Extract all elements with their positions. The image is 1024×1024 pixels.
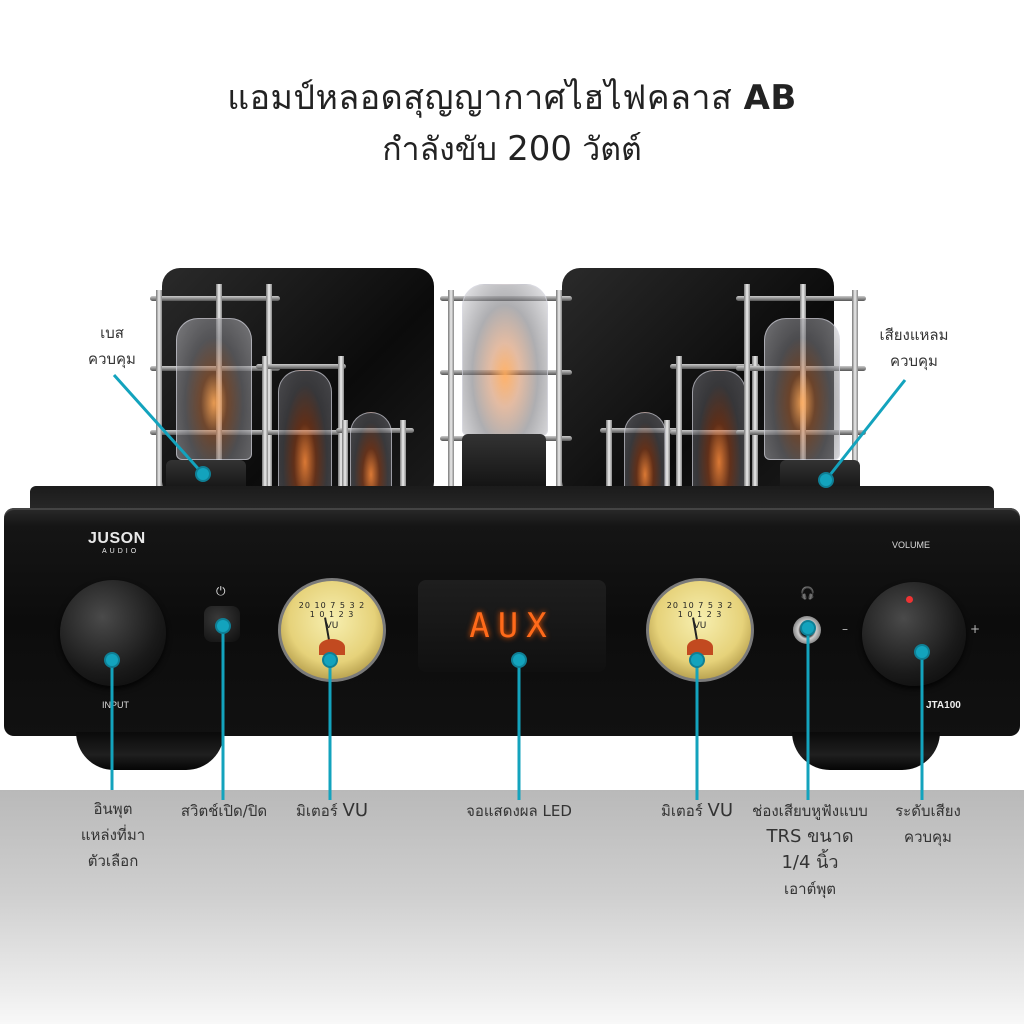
callout-headphone-line1: ช่องเสียบหูฟังแบบ xyxy=(752,802,868,820)
cage-rod xyxy=(752,356,758,500)
input-label: INPUT xyxy=(102,700,129,710)
headline-text: แอมป์หลอดสุญญากาศไฮไฟคลาส xyxy=(227,78,733,118)
callout-volume: ระดับเสียง ควบคุม xyxy=(880,798,976,850)
callout-bass-line2: ควบคุม xyxy=(88,350,136,368)
headline-class-ab: AB xyxy=(743,78,797,118)
power-icon: ⏻ xyxy=(216,584,226,598)
brand-sub: AUDIO xyxy=(102,548,140,555)
callout-treble-line1: เสียงแหลม xyxy=(879,326,949,344)
volume-knob[interactable] xyxy=(862,582,966,686)
rectifier-tube xyxy=(462,284,548,436)
power-prefix: กำลังขับ xyxy=(382,130,497,168)
callout-headphone-line4: เอาต์พุต xyxy=(784,880,836,898)
dot-input xyxy=(104,652,120,668)
callout-treble: เสียงแหลม ควบคุม xyxy=(862,322,966,374)
power-unit: วัตต์ xyxy=(582,130,642,168)
cage-ring xyxy=(256,364,346,369)
callout-bass: เบส ควบคุม xyxy=(62,320,162,372)
cage-rod xyxy=(676,356,682,500)
callout-vu-right-text: มิเตอร์ xyxy=(660,802,703,820)
right-foot xyxy=(792,732,940,770)
cage-rod xyxy=(744,284,750,490)
volume-minus: – xyxy=(842,622,848,636)
callout-vu-right: มิเตอร์ VU xyxy=(650,798,744,824)
model-label: JTA100 xyxy=(926,700,961,711)
power-number: 200 xyxy=(507,129,573,169)
vu-label: VU xyxy=(325,621,339,631)
callout-headphone: ช่องเสียบหูฟังแบบ TRS ขนาด 1/4 นิ้ว เอาต… xyxy=(744,798,876,902)
floor-reflection xyxy=(0,790,1024,1024)
cage-rod xyxy=(342,420,348,500)
cage-rod xyxy=(262,356,268,500)
callout-vu-left-text: มิเตอร์ xyxy=(295,802,338,820)
callout-vu-left: มิเตอร์ VU xyxy=(282,798,382,824)
headline-title: แอมป์หลอดสุญญากาศไฮไฟคลาส AB xyxy=(0,70,1024,124)
callout-volume-line2: ควบคุม xyxy=(904,828,952,846)
dot-vu-left xyxy=(322,652,338,668)
brand-name: JUSON xyxy=(88,530,146,547)
volume-indicator xyxy=(906,596,913,603)
volume-label: VOLUME xyxy=(892,540,931,550)
dot-volume xyxy=(914,644,930,660)
callout-vu-left-vu: VU xyxy=(342,800,369,821)
callout-power: สวิตช์เปิด/ปิด xyxy=(180,802,268,820)
callout-headphone-line3: 1/4 นิ้ว xyxy=(781,852,839,873)
callout-vu-right-vu: VU xyxy=(707,800,734,821)
cage-rod xyxy=(556,290,562,500)
cage-rod xyxy=(664,420,670,500)
callout-headphone-line2: TRS ขนาด xyxy=(766,826,854,847)
callout-input: อินพุต แหล่งที่มา ตัวเลือก xyxy=(58,796,168,874)
power-tube-right xyxy=(764,318,840,460)
headline-power: กำลังขับ 200 วัตต์ xyxy=(0,124,1024,175)
dot-power xyxy=(215,618,231,634)
dot-headphone xyxy=(800,620,816,636)
vu-scale: 20 10 7 5 3 2 1 0 1 2 3 xyxy=(298,601,366,619)
callout-treble-line2: ควบคุม xyxy=(890,352,938,370)
cage-rod xyxy=(266,284,272,490)
display-text: AUX xyxy=(469,606,555,646)
cage-ring xyxy=(150,296,280,301)
callout-input-line2: แหล่งที่มา xyxy=(80,826,146,844)
callout-led: จอแสดงผล LED xyxy=(466,802,572,820)
vu-scale: 20 10 7 5 3 2 1 0 1 2 3 xyxy=(666,601,734,619)
dot-led xyxy=(511,652,527,668)
headphone-icon: 🎧 xyxy=(800,586,815,600)
callout-bass-line1: เบส xyxy=(100,324,124,342)
cage-ring xyxy=(670,364,760,369)
vu-label: VU xyxy=(693,621,707,631)
preamp-tube xyxy=(692,370,746,502)
dot-bass xyxy=(195,466,211,482)
cage-rod xyxy=(400,420,406,500)
callout-volume-line1: ระดับเสียง xyxy=(895,802,961,820)
volume-plus: + xyxy=(970,622,981,636)
cage-rod xyxy=(606,420,612,500)
left-foot xyxy=(76,732,224,770)
dot-treble xyxy=(818,472,834,488)
input-selector-knob[interactable] xyxy=(60,580,166,686)
power-tube-left xyxy=(176,318,252,460)
cage-rod xyxy=(448,290,454,500)
callout-input-line3: ตัวเลือก xyxy=(87,852,139,870)
dot-vu-right xyxy=(689,652,705,668)
vu-hub xyxy=(319,639,345,655)
preamp-tube xyxy=(278,370,332,502)
vu-hub xyxy=(687,639,713,655)
callout-input-line1: อินพุต xyxy=(93,800,133,818)
brand-logo: JUSON AUDIO xyxy=(88,530,146,555)
